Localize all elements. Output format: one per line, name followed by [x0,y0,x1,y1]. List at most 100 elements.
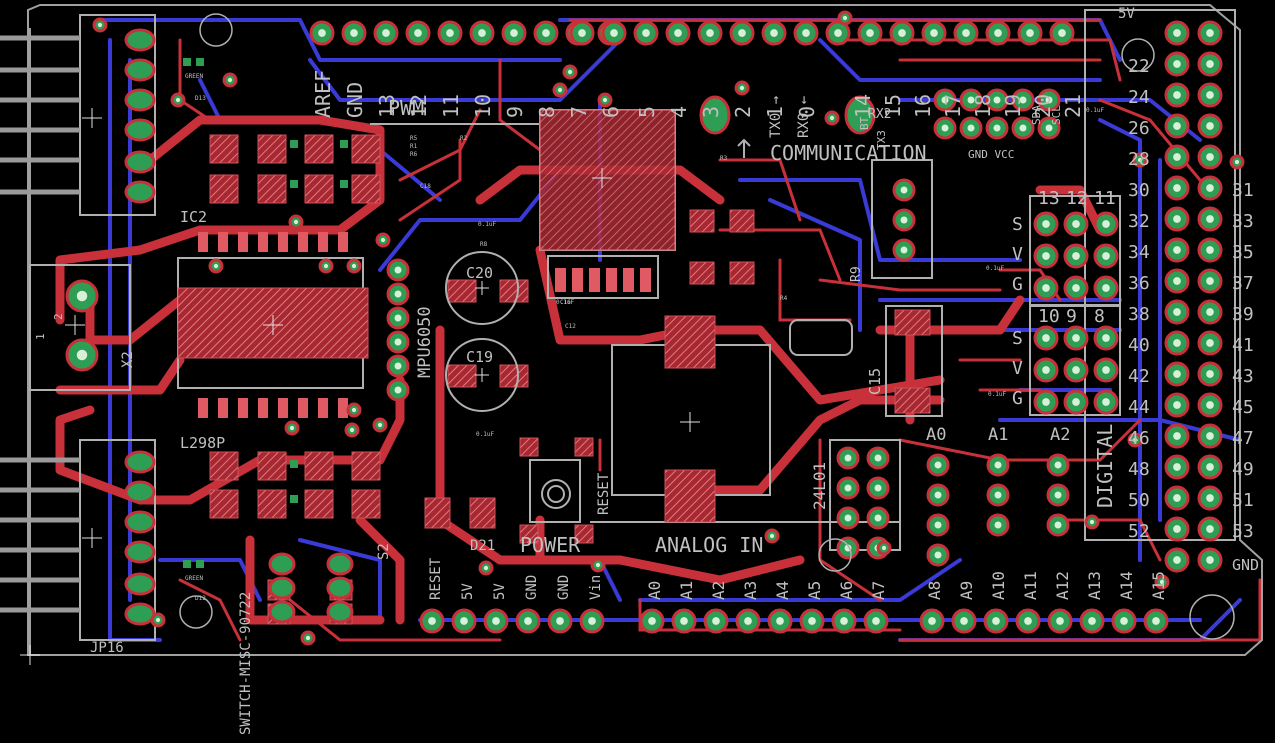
comm-side-label: SDA [1030,105,1043,125]
analog-pin-label: A1 [677,581,696,600]
drill-hole [1173,401,1181,409]
pin-number-label: 17 [941,94,965,118]
drill-hole [934,521,942,529]
electrolytic-capacitors [445,251,519,412]
drill-hole [588,617,596,625]
pin-number-label: 11 [439,94,463,118]
small-part-label: 0.1uF [476,431,494,438]
comm-side-label: TX3 [875,130,888,150]
drill-hole [808,617,816,625]
drill-hole [1173,432,1181,440]
drill-hole [394,362,402,370]
drill-hole [602,97,608,103]
analog-pin-label: A0 [645,581,664,600]
drill-hole [1206,370,1214,378]
analog-pin-label: A7 [869,581,888,600]
drill-hole [769,533,775,539]
component-mpu-label: MPU6050 [415,306,435,378]
servo-number-label: 9 [1066,306,1077,327]
drill-hole [900,246,908,254]
pin-number-label: 13 [375,94,399,118]
right-pin-odd-label: 51 [1232,490,1254,511]
x2-pin-label: 2 [52,313,65,320]
drill-hole [382,29,390,37]
drill-hole [478,29,486,37]
drill-hole [1173,184,1181,192]
drill-hole [595,562,601,568]
drill-hole [1206,29,1214,37]
drill-hole [394,266,402,274]
drill-hole [776,617,784,625]
analog-header-label: A0 [926,425,946,445]
drill-hole [1019,124,1027,132]
drill-hole [1056,617,1064,625]
drill-hole [1173,339,1181,347]
drill-hole [1173,246,1181,254]
drill-hole [1173,60,1181,68]
drill-hole [1045,124,1053,132]
drill-hole [351,263,357,269]
drill-hole [802,29,810,37]
small-part-label: C18 [420,183,431,190]
pin-number-label: GND [343,82,367,118]
drill-hole [1042,398,1050,406]
drill-hole [428,617,436,625]
servo-number-label: 13 [1038,188,1060,209]
drill-hole [305,635,311,641]
servo-row-label: G [1012,388,1023,409]
right-pin-even-label: 36 [1128,273,1150,294]
drill-hole [1206,339,1214,347]
crosshair-icon [20,108,700,665]
drill-hole [213,263,219,269]
pin-number-label: 4 [667,106,691,118]
small-part-label: 0.1uF [988,391,1006,398]
servo-number-label: 8 [1094,306,1105,327]
comm-side-label: RX2 [868,107,891,122]
drill-hole [155,617,161,623]
led-pads [183,58,348,568]
drill-hole [1159,579,1165,585]
analog-header-label: A1 [988,425,1008,445]
drill-hole [967,96,975,104]
pin-number-label: 18 [971,94,995,118]
drill-hole [1102,398,1110,406]
small-part-label: GREEN [185,73,203,80]
right-pin-odd-label: 35 [1232,242,1254,263]
section-label-digital: DIGITAL [1093,424,1117,508]
drill-hole [1206,60,1214,68]
drill-hole [1045,96,1053,104]
pin-number-label: 7 [567,106,591,118]
servo-row-label: S [1012,328,1023,349]
power-pin-label: Vin [588,575,604,600]
right-pin-even-label: 44 [1128,397,1150,418]
pin-number-label: 14 [851,94,875,118]
drill-hole [1042,220,1050,228]
right-pin-odd-label: 37 [1232,273,1254,294]
component-d21-label: D21 [470,538,495,554]
drill-hole [642,29,650,37]
drill-hole [557,87,563,93]
right-pin-even-label: 22 [1128,56,1150,77]
drill-hole [874,514,882,522]
small-part-label: 0.1uF [986,265,1004,272]
drill-hole [377,422,383,428]
pin-number-label: 19 [1001,94,1025,118]
drill-hole [881,545,887,551]
power-pin-label: GND [556,575,572,600]
drill-hole [510,29,518,37]
drill-hole [934,461,942,469]
component-c15-label: C15 [866,368,884,395]
small-part-label: D13 [195,95,206,102]
drill-hole [227,77,233,83]
analog-pin-label: A11 [1021,571,1040,600]
analog-header-label: A2 [1050,425,1070,445]
smd-pads [177,109,931,625]
drill-hole [289,425,295,431]
drill-hole [1102,334,1110,342]
drill-hole [712,617,720,625]
drill-hole [567,69,573,75]
drill-hole [1206,494,1214,502]
drill-hole [394,290,402,298]
drill-hole [900,216,908,224]
drill-hole [1042,284,1050,292]
